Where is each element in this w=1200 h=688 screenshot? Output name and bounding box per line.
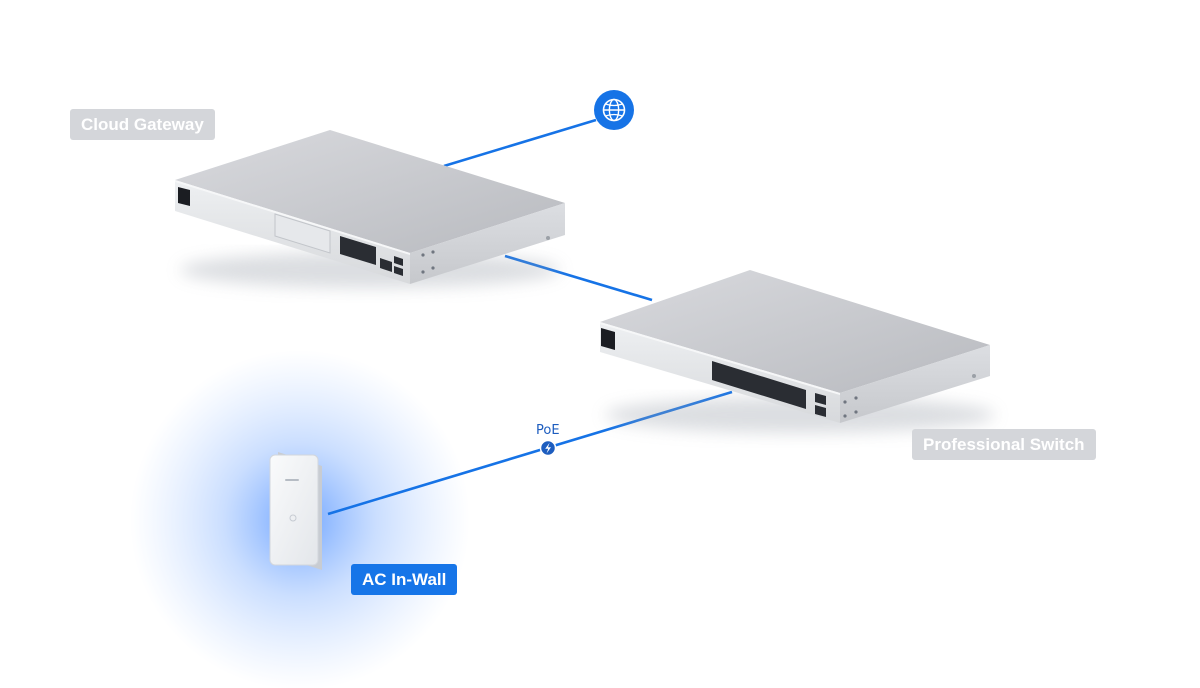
access-point-label: AC In-Wall — [351, 564, 458, 595]
cloud-gateway-device[interactable] — [175, 130, 565, 288]
lightning-bolt-icon — [539, 439, 557, 457]
globe-icon — [594, 90, 634, 130]
link-internet-gateway — [443, 118, 597, 168]
switch-ports — [712, 361, 826, 417]
gateway-drive-bay — [274, 213, 331, 254]
professional-switch-label: Professional Switch — [912, 429, 1096, 460]
gateway-display-icon — [178, 187, 190, 206]
professional-switch-device[interactable] — [600, 270, 995, 433]
access-point-device[interactable] — [269, 452, 322, 570]
cloud-gateway-label: Cloud Gateway — [70, 109, 215, 140]
poe-label: PoE — [536, 423, 560, 438]
gateway-ports — [340, 236, 403, 276]
switch-display-icon — [601, 328, 615, 350]
